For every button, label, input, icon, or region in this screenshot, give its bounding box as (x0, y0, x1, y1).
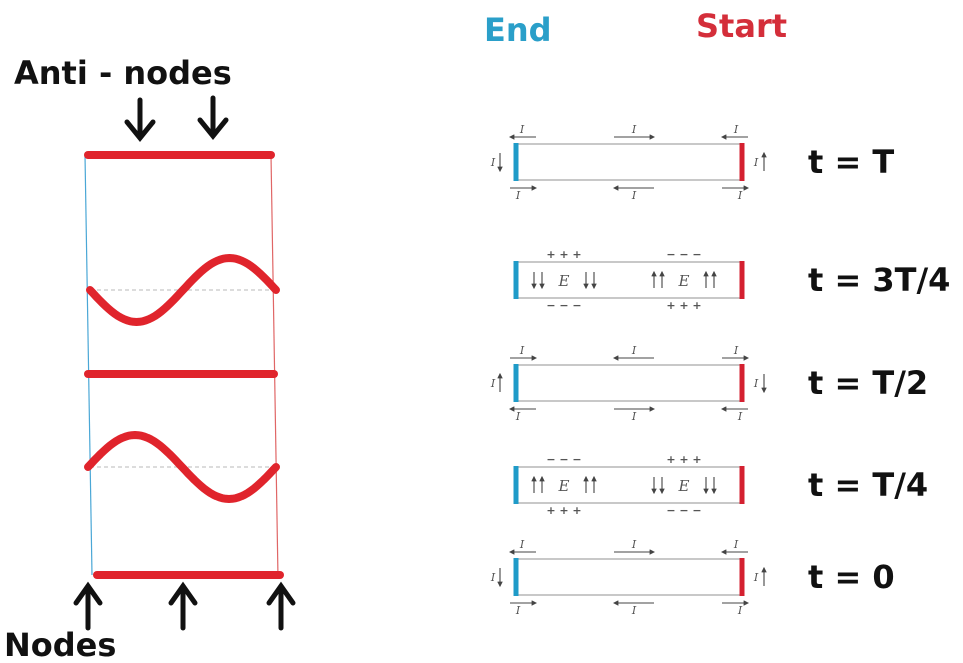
line-conductor (515, 364, 743, 402)
start-label: Start (696, 7, 787, 45)
time-label: t = 0 (808, 558, 895, 596)
time-label: t = 3T/4 (808, 261, 950, 299)
end-label: End (484, 11, 552, 49)
current-symbol: I (515, 410, 521, 423)
current-symbol: I (490, 571, 496, 584)
current-symbol: I (490, 156, 496, 169)
field-symbol: E (558, 477, 570, 495)
current-symbol: I (519, 123, 525, 136)
current-symbol: I (631, 410, 637, 423)
antinode-arrow (197, 95, 229, 140)
right-guide-line (270, 154, 279, 579)
charge-marks: + + + (666, 299, 701, 312)
line-snapshot: t = T I I I I I I I I (490, 123, 895, 202)
current-symbol: I (753, 156, 759, 169)
current-symbol: I (519, 344, 525, 357)
current-symbol: I (515, 189, 521, 202)
current-symbol: I (631, 344, 637, 357)
current-symbol: I (737, 410, 743, 423)
nodes-label: Nodes (4, 626, 116, 663)
node-arrow (168, 581, 198, 631)
current-symbol: I (519, 538, 525, 551)
charge-marks: + + + (546, 248, 581, 261)
node-arrow (266, 581, 296, 631)
field-symbol: E (558, 272, 570, 290)
line-conductor (515, 143, 743, 181)
line-conductor (515, 261, 743, 299)
current-symbol: I (733, 123, 739, 136)
current-symbol: I (515, 604, 521, 617)
current-symbol: I (733, 538, 739, 551)
line-snapshot: t = 3T/4 + + + − − − E − − − + + + E (513, 248, 950, 312)
time-label: t = T/2 (808, 364, 928, 402)
line-conductor (515, 558, 743, 596)
current-symbol: I (737, 604, 743, 617)
current-symbol: I (733, 344, 739, 357)
line-conductor (515, 466, 743, 504)
current-symbol: I (737, 189, 743, 202)
charge-marks: − − − (666, 248, 701, 261)
node-arrow (73, 581, 103, 631)
wave-line-sine (84, 431, 280, 503)
current-symbol: I (631, 123, 637, 136)
current-symbol: I (490, 377, 496, 390)
left-guide-line (84, 154, 93, 576)
wave-panel: Anti - nodes Nodes (4, 54, 296, 663)
field-symbol: E (678, 272, 690, 290)
time-label: t = T/4 (808, 466, 928, 504)
antinode-arrow (124, 97, 156, 142)
charge-marks: + + + (546, 504, 581, 517)
charge-marks: − − − (546, 453, 581, 466)
line-snapshot: t = T/4 − − − + + + E + + + − − − E (513, 453, 928, 517)
current-symbol: I (753, 377, 759, 390)
charge-marks: − − − (546, 299, 581, 312)
antinodes-label: Anti - nodes (14, 54, 232, 92)
current-symbol: I (753, 571, 759, 584)
field-symbol: E (678, 477, 690, 495)
current-symbol: I (631, 538, 637, 551)
charge-marks: − − − (666, 504, 701, 517)
time-label: t = T (808, 143, 894, 181)
current-symbol: I (631, 604, 637, 617)
wave-line-sine (86, 254, 280, 326)
charge-marks: + + + (666, 453, 701, 466)
current-symbol: I (631, 189, 637, 202)
line-snapshot: t = 0 I I I I I I I I (490, 538, 895, 617)
